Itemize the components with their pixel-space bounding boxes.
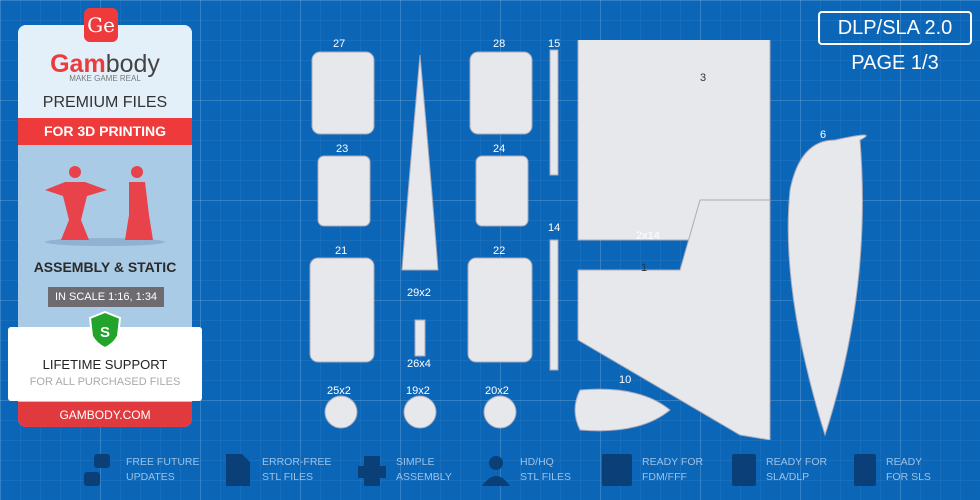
- sls-printer-icon: [854, 454, 876, 486]
- shield-icon: S: [88, 310, 122, 350]
- part-label-22: 22: [493, 245, 506, 257]
- puzzle-icon: [358, 456, 386, 486]
- part-29: [401, 54, 439, 271]
- part-28: [469, 51, 533, 135]
- premium-files-heading: PREMIUM FILES: [42, 94, 168, 111]
- part-label-19x2: 19x2: [406, 385, 430, 397]
- part-label-2x14: 2x14: [636, 230, 660, 242]
- fdm-printer-icon: [602, 454, 632, 486]
- part-label-10: 10: [619, 374, 632, 386]
- part-label-6: 6: [820, 129, 827, 141]
- part-label-24: 24: [493, 143, 506, 155]
- part-label-25x2: 25x2: [327, 385, 351, 397]
- support-subtitle: FOR ALL PURCHASED FILES: [29, 376, 181, 388]
- part-label-28: 28: [493, 38, 506, 50]
- part-label-20x2: 20x2: [485, 385, 509, 397]
- part-6: [787, 134, 867, 437]
- page-indicator: PAGE 1/3: [851, 52, 939, 74]
- format-badge: DLP/SLA 2.0: [818, 11, 972, 45]
- part-label-23: 23: [336, 143, 349, 155]
- part-23: [317, 155, 371, 227]
- part-20: [483, 395, 517, 429]
- refresh-icon: [84, 454, 110, 486]
- tagline: MAKE GAME REAL: [69, 74, 141, 83]
- part-19: [403, 395, 437, 429]
- sla-printer-icon: [732, 454, 756, 486]
- part-label-29x2: 29x2: [407, 287, 431, 299]
- scale-badge: IN SCALE 1:16, 1:34: [48, 287, 164, 307]
- parts-layout: [309, 40, 867, 440]
- support-title: LIFETIME SUPPORT: [42, 357, 168, 372]
- file-check-icon: [226, 454, 250, 486]
- brand-name: Gambody: [50, 50, 160, 78]
- part-26: [414, 319, 426, 357]
- gambody-logo-badge: Ge: [84, 8, 118, 42]
- part-label-21: 21: [335, 245, 348, 257]
- svg-text:S: S: [100, 324, 110, 341]
- part-label-15: 15: [548, 38, 561, 50]
- part-27: [311, 51, 375, 135]
- part-15: [549, 49, 559, 176]
- part-24: [475, 155, 529, 227]
- part-14: [549, 239, 559, 371]
- part-1: [577, 199, 771, 440]
- part-label-27: 27: [333, 38, 346, 50]
- part-22: [467, 257, 533, 363]
- part-label-14: 14: [548, 222, 561, 234]
- part-label-1: 1: [641, 262, 648, 274]
- part-label-26x4: 26x4: [407, 358, 431, 370]
- part-25: [324, 395, 358, 429]
- part-10: [574, 388, 671, 432]
- figurines-icon: [45, 166, 165, 246]
- part-21: [309, 257, 375, 363]
- website-link[interactable]: GAMBODY.COM: [18, 402, 192, 427]
- part-label-3: 3: [700, 72, 707, 84]
- assembly-static-label: ASSEMBLY & STATIC: [33, 259, 177, 275]
- bust-icon: [482, 456, 510, 486]
- for-3d-printing-banner: FOR 3D PRINTING: [18, 118, 192, 145]
